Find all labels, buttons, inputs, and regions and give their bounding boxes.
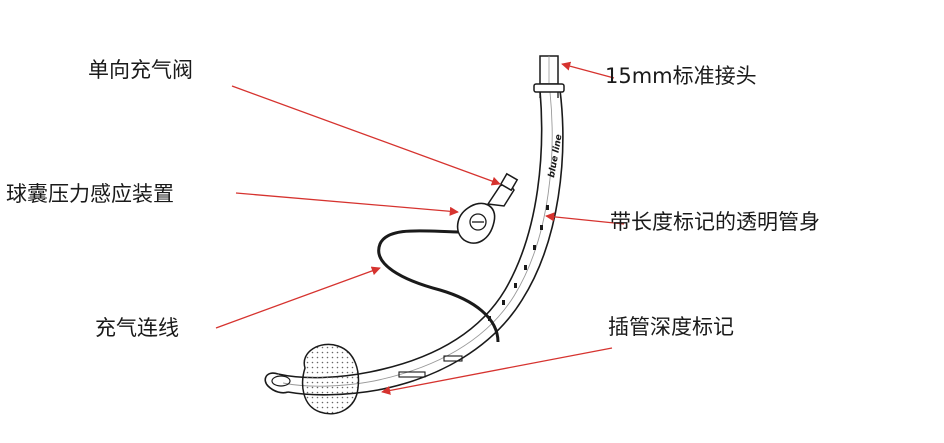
label-inflation-valve: 单向充气阀 — [88, 58, 193, 82]
annotation-arrows — [215, 61, 625, 395]
inflation-valve — [486, 172, 519, 207]
label-tube-body: 带长度标记的透明管身 — [610, 210, 820, 234]
label-depth-marks: 插管深度标记 — [608, 315, 734, 339]
arrow-connector — [561, 61, 615, 79]
arrow-pilot-balloon — [235, 192, 459, 216]
connector — [533, 55, 565, 98]
pilot-balloon — [456, 202, 496, 244]
cuff — [301, 343, 360, 415]
tube-bevel-tip — [264, 372, 291, 394]
arrow-tube-body — [545, 212, 625, 225]
arrow-depth-marks — [381, 347, 613, 395]
inflation-line — [377, 229, 500, 343]
arrow-inflation-valve — [231, 85, 501, 186]
arrow-inflation-line — [215, 266, 381, 329]
label-inflation-line: 充气连线 — [95, 316, 179, 340]
label-pilot-balloon: 球囊压力感应装置 — [6, 182, 174, 206]
label-connector: 15mm标准接头 — [605, 64, 757, 88]
